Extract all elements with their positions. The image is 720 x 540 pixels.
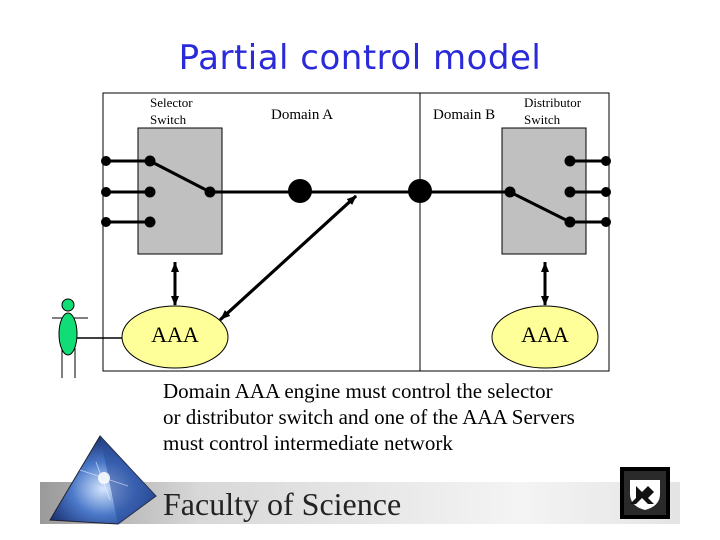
aaa-right-label: AAA (521, 322, 569, 347)
body-text-line2: or distributor switch and one of the AAA… (163, 405, 575, 429)
selector-switch-label: Selector Switch (150, 94, 193, 128)
selector-switch-ports (101, 155, 216, 228)
page-title: Partial control model (178, 38, 542, 78)
body-text-line1: Domain AAA engine must control the selec… (163, 379, 553, 403)
body-text-line3: must control intermediate network (163, 431, 453, 455)
faculty-text: Faculty of Science (163, 486, 402, 522)
domain-b-node (408, 179, 432, 203)
distributor-switch-label-line2: Switch (524, 112, 561, 127)
body-text: Domain AAA engine must control the selec… (163, 378, 683, 456)
diagram-frame (102, 92, 610, 372)
selector-switch-label-line1: Selector (150, 95, 193, 110)
domain-b-label: Domain B (433, 107, 496, 123)
aaa-left-ellipse (121, 305, 229, 369)
distributor-switch-label: Distributor Switch (524, 94, 581, 128)
distributor-switch-label-line1: Distributor (524, 95, 582, 110)
control-arrows (171, 194, 549, 322)
domain-a-node (288, 179, 312, 203)
aaa-left-label: AAA (151, 322, 199, 347)
aaa-right-ellipse (491, 305, 599, 369)
pyramid-logo (49, 435, 157, 525)
selector-switch-label-line2: Switch (150, 112, 187, 127)
user-figure-icon (52, 298, 122, 378)
distributor-switch-ports (504, 155, 611, 228)
uva-crest-logo (620, 467, 670, 519)
domain-a-label: Domain A (271, 107, 334, 123)
